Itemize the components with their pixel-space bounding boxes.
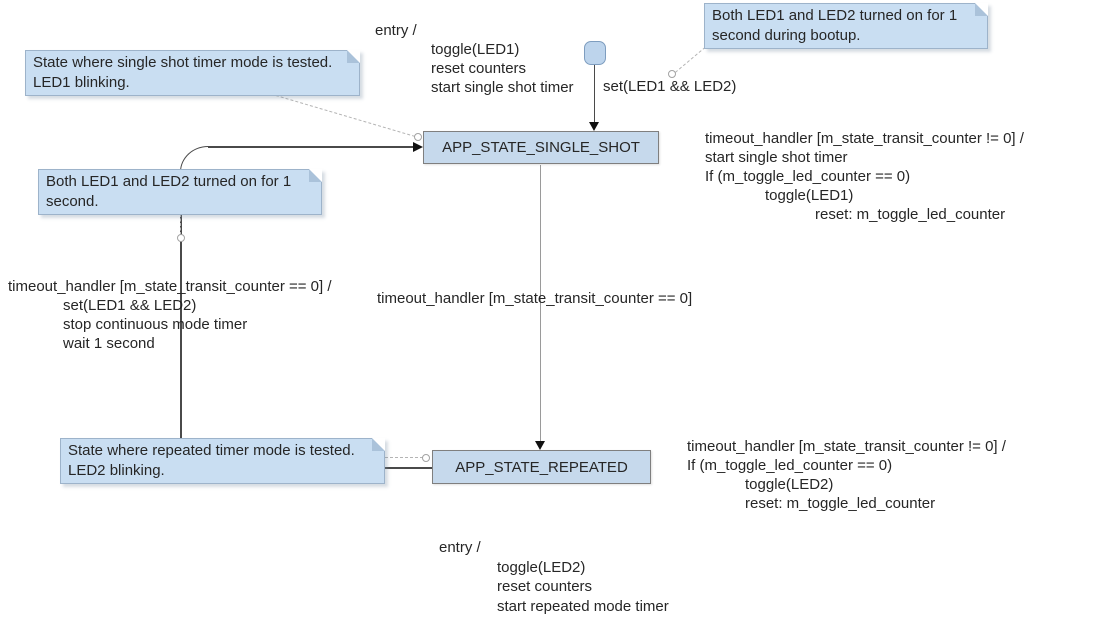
note-connector-bootup <box>675 46 706 73</box>
label-entry-repeated-line3: reset counters <box>497 578 593 595</box>
note-anchor-single-shot <box>414 133 422 141</box>
label-entry-single-line1: entry / <box>375 22 417 39</box>
note-single-shot-line1: State where single shot timer mode is te… <box>33 54 333 71</box>
note-anchor-bootup <box>668 70 676 78</box>
label-ss-internal-line2: start single shot timer <box>705 149 848 166</box>
note-single-shot: State where single shot timer mode is te… <box>25 50 360 96</box>
note-both-one-second: Both LED1 and LED2 turned on for 1 secon… <box>38 169 322 215</box>
note-connector-repeated <box>385 457 423 458</box>
note-connector-both-one-second <box>179 214 181 235</box>
note-bootup-line2: second during bootup. <box>712 27 861 44</box>
label-entry-repeated: entry / toggle(LED2) reset counters star… <box>439 538 669 616</box>
note-anchor-repeated <box>422 454 430 462</box>
label-entry-repeated-line1: entry / <box>439 539 481 556</box>
label-rep-internal-line2: If (m_toggle_led_counter == 0) <box>687 457 893 474</box>
note-bootup-line1: Both LED1 and LED2 turned on for 1 <box>712 7 958 24</box>
state-single-shot-label: APP_STATE_SINGLE_SHOT <box>442 139 640 156</box>
note-repeated-line1: State where repeated timer mode is teste… <box>68 442 355 459</box>
label-rts-line3: stop continuous mode timer <box>63 316 248 333</box>
note-anchor-both-one-second <box>176 234 185 242</box>
label-set-leds-text: set(LED1 && LED2) <box>603 78 737 95</box>
label-rts-line4: wait 1 second <box>63 335 155 352</box>
label-single-to-repeated-text: timeout_handler [m_state_transit_counter… <box>377 290 693 307</box>
label-entry-repeated-line4: start repeated mode timer <box>497 597 669 615</box>
label-repeated-internal: timeout_handler [m_state_transit_counter… <box>687 437 1006 513</box>
label-set-leds: set(LED1 && LED2) <box>603 77 736 96</box>
initial-state-node <box>584 41 606 65</box>
note-both-one-second-line1: Both LED1 and LED2 turned on for 1 <box>46 173 292 190</box>
label-entry-single-line2: toggle(LED1) <box>431 41 520 58</box>
note-bootup: Both LED1 and LED2 turned on for 1 secon… <box>704 3 988 49</box>
label-entry-single-line4: start single shot timer <box>431 79 574 96</box>
label-rts-line2: set(LED1 && LED2) <box>63 297 197 314</box>
note-repeated-line2: LED2 blinking. <box>68 462 165 479</box>
arrowhead-into-single-shot-top <box>589 122 599 131</box>
label-ss-internal-line3: If (m_toggle_led_counter == 0) <box>705 168 911 185</box>
note-connector-single-shot <box>275 95 416 137</box>
label-single-to-repeated: timeout_handler [m_state_transit_counter… <box>377 289 692 308</box>
note-single-shot-line2: LED1 blinking. <box>33 74 130 91</box>
arrowhead-into-repeated <box>534 441 545 450</box>
state-repeated-label: APP_STATE_REPEATED <box>455 458 628 476</box>
transition-repeated-to-single-vertical-segment <box>180 171 182 468</box>
state-app-state-repeated: APP_STATE_REPEATED <box>432 450 651 484</box>
label-rts-line1: timeout_handler [m_state_transit_counter… <box>8 278 332 295</box>
label-single-shot-internal: timeout_handler [m_state_transit_counter… <box>705 129 1024 224</box>
note-both-one-second-line2: second. <box>46 193 99 210</box>
label-repeated-to-single: timeout_handler [m_state_transit_counter… <box>8 277 332 353</box>
label-entry-single-line3: reset counters <box>431 60 527 77</box>
transition-initial-to-single-line <box>593 63 595 122</box>
label-ss-internal-line5: reset: m_toggle_led_counter <box>815 206 1006 223</box>
label-ss-internal-line4: toggle(LED1) <box>765 187 854 204</box>
label-entry-repeated-line2: toggle(LED2) <box>497 558 586 576</box>
transition-single-to-repeated-line <box>539 165 541 441</box>
label-entry-single: entry / toggle(LED1) reset counters star… <box>375 21 574 97</box>
label-rep-internal-line3: toggle(LED2) <box>745 476 834 493</box>
transition-repeated-to-single-top-segment <box>208 146 414 148</box>
state-app-state-single-shot: APP_STATE_SINGLE_SHOT <box>423 131 659 164</box>
label-rep-internal-line1: timeout_handler [m_state_transit_counter… <box>687 438 1006 455</box>
note-repeated: State where repeated timer mode is teste… <box>60 438 385 484</box>
arrowhead-into-single-shot <box>413 141 423 152</box>
label-rep-internal-line4: reset: m_toggle_led_counter <box>745 495 936 512</box>
label-ss-internal-line1: timeout_handler [m_state_transit_counter… <box>705 130 1024 147</box>
